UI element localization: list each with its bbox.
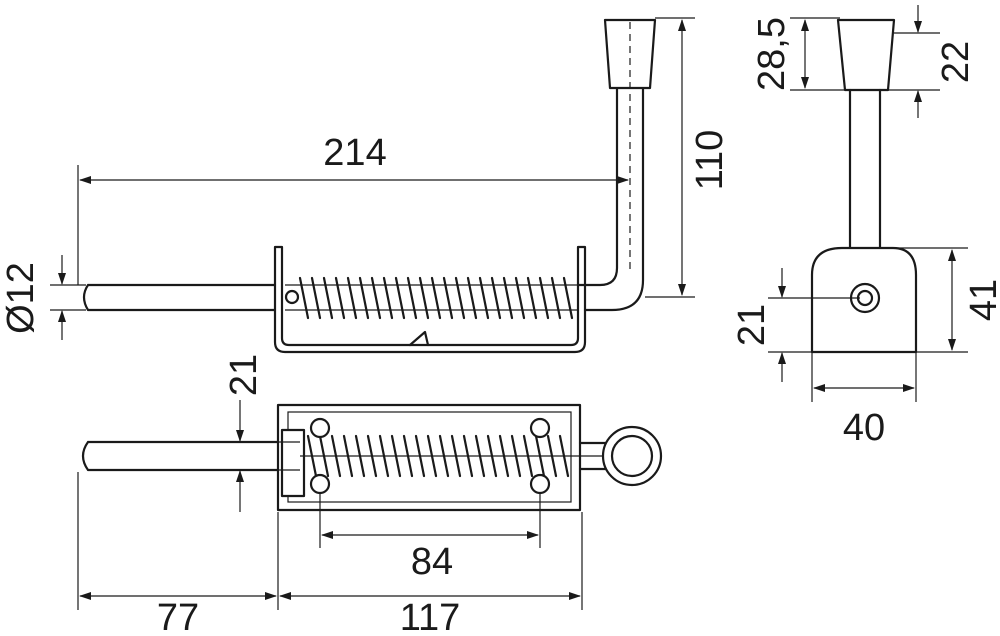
dim-height-handle: 110 xyxy=(645,17,731,298)
plan-view xyxy=(81,403,663,512)
plan-bolt-hole-3 xyxy=(529,417,551,439)
side-pin-rod xyxy=(82,283,277,312)
dim-bracket-width: 40 xyxy=(811,352,917,449)
dim-length-plan: 77 117 xyxy=(77,472,583,636)
dim-label-77: 77 xyxy=(157,597,199,636)
dim-handle-grip: 28,5 xyxy=(751,17,845,91)
dim-pin-offset-plan: 21 xyxy=(223,354,300,512)
dim-length-total: 214 xyxy=(77,132,629,285)
dim-label-diameter: Ø12 xyxy=(0,262,42,334)
dim-label-28-5: 28,5 xyxy=(751,17,793,91)
plan-pin-rod xyxy=(81,440,280,472)
dim-spring-span: 84 xyxy=(319,494,541,583)
dim-label-117: 117 xyxy=(400,597,461,636)
side-handle-grip xyxy=(603,18,657,90)
dim-grip-section: 22 xyxy=(888,5,977,118)
dim-pin-diameter: Ø12 xyxy=(0,255,86,340)
plan-handle-ring-inner xyxy=(610,434,654,478)
side-stop-pin xyxy=(284,289,300,305)
plan-handle-neck xyxy=(578,441,608,471)
dim-bracket-height: 41 xyxy=(885,247,1000,353)
dim-label-21-plan: 21 xyxy=(223,354,265,396)
dim-label-214: 214 xyxy=(323,132,386,174)
side-handle-rod xyxy=(576,86,645,312)
dim-label-22: 22 xyxy=(935,41,977,83)
end-view xyxy=(810,18,918,354)
dim-label-41: 41 xyxy=(963,279,1000,321)
dim-pin-axis-height: 21 xyxy=(731,268,860,382)
side-view xyxy=(82,18,657,354)
end-handle-grip xyxy=(836,18,896,92)
plan-bolt-hole-1 xyxy=(309,417,331,439)
dim-label-110: 110 xyxy=(689,130,731,191)
plan-end-plate xyxy=(280,428,306,498)
dim-label-84: 84 xyxy=(411,541,453,583)
dim-label-21-end: 21 xyxy=(731,304,773,346)
plan-bolt-hole-4 xyxy=(529,473,551,495)
end-handle-rod xyxy=(848,88,882,250)
plan-bolt-hole-2 xyxy=(309,473,331,495)
side-notch xyxy=(408,330,430,347)
side-spring xyxy=(298,276,574,320)
side-housing-bracket xyxy=(273,245,587,354)
dim-label-40: 40 xyxy=(843,407,885,449)
